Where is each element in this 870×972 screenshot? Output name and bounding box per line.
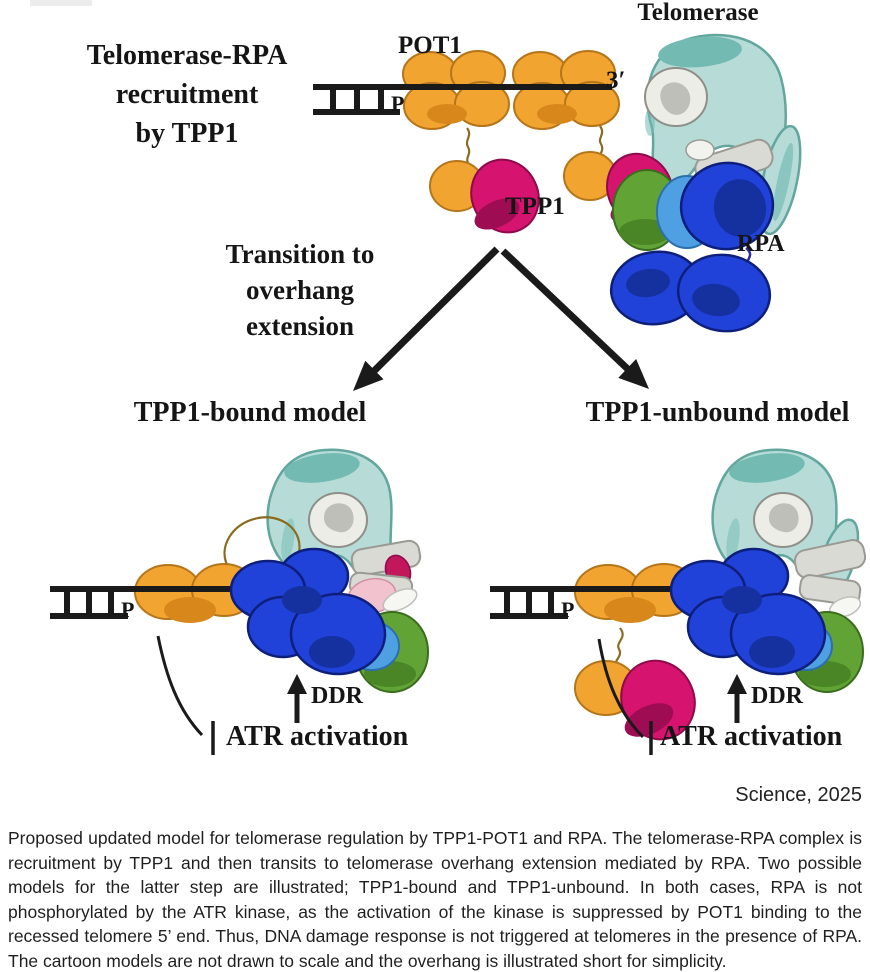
- p-label-right-model: P: [561, 597, 575, 622]
- dna-duplex-icon-left: [50, 586, 262, 619]
- dna-duplex-icon-right: [490, 586, 702, 619]
- atr-label-right: ATR activation: [660, 721, 843, 752]
- rpa-complex-blob-top: [609, 161, 775, 333]
- figure-caption: Proposed updated model for telomerase re…: [8, 828, 862, 971]
- inhibition-line-right: [597, 638, 653, 755]
- tpp1-tether-1: [465, 127, 471, 164]
- rpa-label: RPA: [737, 231, 785, 257]
- tpp1-tether-dangle: [614, 627, 624, 667]
- three-prime-label: 3′: [606, 67, 626, 94]
- dna-duplex-icon-top: [313, 84, 612, 115]
- tpp1-unbound-title: TPP1-unbound model: [585, 397, 850, 428]
- p-label-top: P: [391, 91, 405, 116]
- recruitment-line-3: by TPP1: [135, 118, 239, 149]
- ddr-arrow-icon-right: [727, 674, 747, 723]
- model-illustration: [30, 0, 867, 755]
- inhibition-line-left: [156, 635, 215, 755]
- transition-label: Transition to overhang extension: [180, 236, 420, 344]
- telomerase-label: Telomerase: [637, 0, 759, 26]
- transition-arrow-right: [500, 248, 649, 389]
- ddr-label-right: DDR: [751, 683, 803, 709]
- scan-artifact: [30, 0, 92, 6]
- atr-label-left: ATR activation: [226, 721, 409, 752]
- recruitment-label: Telomerase-RPA recruitment by TPP1: [37, 36, 337, 153]
- pot1-label: POT1: [398, 32, 462, 59]
- tpp1-label: TPP1: [505, 193, 565, 220]
- transition-line-2: overhang: [246, 275, 354, 305]
- tpp1-bound-model-illustration: [50, 448, 429, 755]
- rpa-complex-blob-left: [229, 547, 429, 693]
- transition-line-1: Transition to: [225, 239, 375, 269]
- tpp1-unbound-model-illustration: [490, 448, 867, 755]
- telomerase-gray-domain-left: [347, 539, 422, 615]
- source-credit: Science, 2025: [735, 784, 862, 806]
- recruitment-line-2: recruitment: [115, 79, 259, 110]
- tpp1-bound-title: TPP1-bound model: [133, 397, 367, 428]
- transition-arrow-left: [353, 246, 500, 391]
- tpp1-blob-1: [429, 158, 540, 234]
- ddr-label-left: DDR: [311, 683, 363, 709]
- recruitment-line-1: Telomerase-RPA: [86, 40, 288, 71]
- p-label-left-model: P: [121, 597, 135, 622]
- telomerase-gray-domain-right: [793, 539, 867, 618]
- top-panel-illustration: [313, 33, 802, 333]
- tpp1-blob-dangling: [574, 659, 696, 741]
- transition-line-3: extension: [246, 311, 354, 341]
- rpa-complex-blob-right: [669, 547, 864, 693]
- ddr-arrow-icon-left: [287, 674, 307, 723]
